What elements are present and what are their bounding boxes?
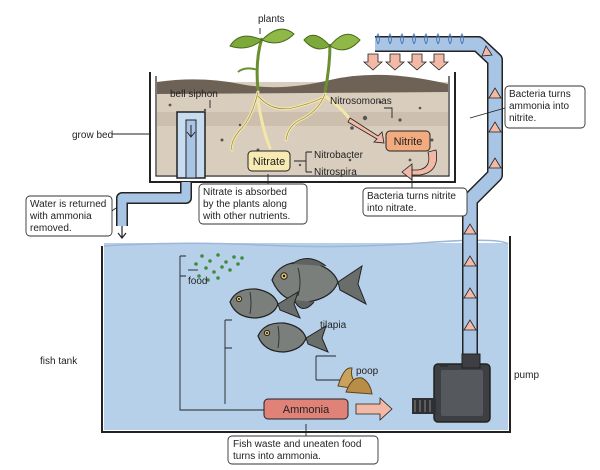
- poop: [337, 367, 373, 395]
- leaf: [261, 28, 295, 44]
- nitrobacter-label: Nitrobacter: [314, 150, 364, 161]
- caption-fish-waste: Fish waste and uneaten food turns into a…: [227, 435, 379, 465]
- poop-label: poop: [356, 366, 379, 377]
- food-pellets: [194, 253, 244, 282]
- caption-line: removed.: [30, 223, 72, 234]
- caption-bacteria-ammonia-nitrite: Bacteria turns ammonia into nitrite.: [504, 85, 586, 129]
- leaf: [303, 34, 331, 50]
- fish-tank-label: fish tank: [40, 356, 78, 367]
- caption-line: by the plants along: [203, 199, 287, 210]
- connector-lines: [101, 28, 506, 436]
- caption-line: Bacteria turns nitrite: [367, 191, 456, 202]
- spray-coil: [376, 33, 464, 45]
- tilapia-label: tilapia: [320, 320, 347, 331]
- caption-line: into nitrate.: [367, 203, 416, 214]
- caption-line: with ammonia: [29, 211, 92, 222]
- bell-siphon-label: bell siphon: [170, 89, 218, 100]
- ammonia-label: Ammonia: [283, 404, 330, 416]
- food-label: food: [188, 276, 207, 287]
- caption-line: Fish waste and uneaten food: [233, 439, 361, 450]
- return-pipe: [116, 182, 192, 226]
- bell-siphon: [176, 111, 206, 179]
- caption-line: ammonia into: [509, 101, 569, 112]
- fish: [271, 258, 367, 309]
- ammonia-to-nitrite-arrow-icon: [347, 117, 385, 144]
- ammonia-to-pump-arrow-icon: [355, 397, 393, 421]
- nitrite-label: Nitrite: [394, 136, 423, 148]
- fish: [229, 288, 301, 319]
- leaf: [229, 35, 263, 49]
- nitrosomonas-label: Nitrosomonas: [330, 96, 392, 107]
- pump-label: pump: [514, 370, 539, 381]
- plants-label: plants: [258, 14, 285, 25]
- tilapia-fish: [229, 258, 367, 353]
- grow-bed-label: grow bed: [72, 130, 113, 141]
- caption-line: nitrite.: [509, 113, 536, 124]
- nitrospira-label: Nitrospira: [314, 167, 357, 178]
- caption-line: Water is returned: [30, 199, 106, 210]
- pipe-flow-arrows: [463, 45, 502, 331]
- fish: [257, 322, 329, 353]
- caption-line: with other nutrients.: [202, 211, 290, 222]
- caption-bacteria-nitrite-nitrate: Bacteria turns nitrite into nitrate.: [362, 187, 468, 217]
- nitrate-box: Nitrate: [247, 150, 291, 172]
- leaf: [329, 33, 361, 51]
- nitrite-box: Nitrite: [385, 130, 431, 152]
- spray-arrows: [362, 53, 450, 71]
- return-water-arrow-icon: [117, 226, 127, 239]
- plants: [229, 28, 361, 152]
- caption-nitrate-absorbed: Nitrate is absorbed by the plants along …: [198, 183, 308, 225]
- nitrite-conversion-arrow-icon: [401, 149, 438, 181]
- bacteria-brackets: [294, 107, 393, 173]
- ammonia-box: Ammonia: [263, 398, 349, 420]
- caption-water-returned: Water is returned with ammonia removed.: [25, 195, 113, 237]
- nitrate-label: Nitrate: [253, 156, 285, 168]
- caption-line: Nitrate is absorbed: [203, 187, 287, 198]
- pump: [412, 353, 491, 423]
- caption-line: Bacteria turns: [509, 89, 571, 100]
- caption-line: turns into ammonia.: [233, 451, 321, 462]
